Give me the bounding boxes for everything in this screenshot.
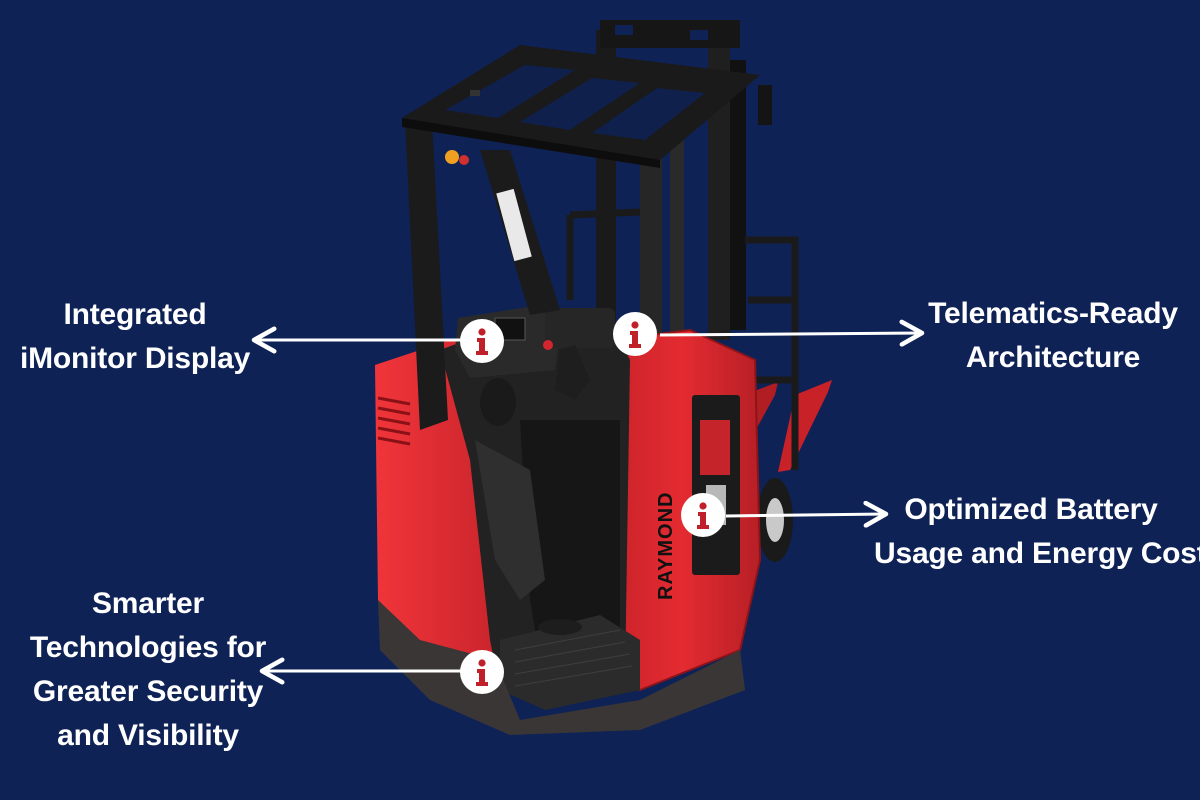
callout-line: Technologies for: [29, 631, 267, 664]
info-marker-telematics[interactable]: [613, 312, 657, 356]
rear-guard: [566, 208, 799, 470]
callout-label-battery: Optimized Battery Usage and Energy Costs: [874, 488, 1200, 576]
info-marker-security[interactable]: [460, 650, 504, 694]
callout-label-security: Smarter Technologies for Greater Securit…: [22, 582, 274, 758]
base-skirt: [378, 600, 745, 735]
floor-plate: [500, 615, 640, 710]
callout-label-imonitor: Integrated iMonitor Display: [20, 293, 250, 381]
forklift-illustration: RAYMOND: [375, 20, 832, 735]
fork-right: [778, 380, 832, 472]
callout-line: Usage and Energy Costs: [874, 537, 1200, 570]
arrow-battery: [725, 500, 889, 528]
vent-grille: [377, 396, 411, 446]
overhead-guard-roof: [402, 45, 760, 168]
callout-arrows: [251, 319, 925, 685]
arrow-telematics: [659, 319, 925, 347]
callout-label-telematics: Telematics-Ready Architecture: [922, 292, 1184, 380]
callout-line: Optimized Battery: [904, 493, 1158, 526]
overhead-guard-post-left: [405, 120, 448, 430]
info-icon: [476, 659, 488, 686]
brand-decal: RAYMOND: [655, 492, 677, 601]
callout-line: and Visibility: [57, 719, 239, 752]
beacon-light: [445, 150, 459, 164]
callout-line: Greater Security: [32, 675, 264, 708]
callout-line: iMonitor Display: [20, 342, 251, 375]
callout-line: Telematics-Ready: [928, 297, 1178, 330]
info-marker-battery[interactable]: [681, 493, 725, 537]
info-icon: [697, 502, 709, 529]
callout-line: Integrated: [63, 298, 207, 331]
callout-line: Architecture: [965, 341, 1141, 374]
callout-line: Smarter: [92, 587, 204, 620]
mast: [596, 20, 772, 340]
info-marker-imonitor[interactable]: [460, 319, 504, 363]
info-icon: [476, 328, 488, 355]
info-icon: [629, 321, 641, 348]
